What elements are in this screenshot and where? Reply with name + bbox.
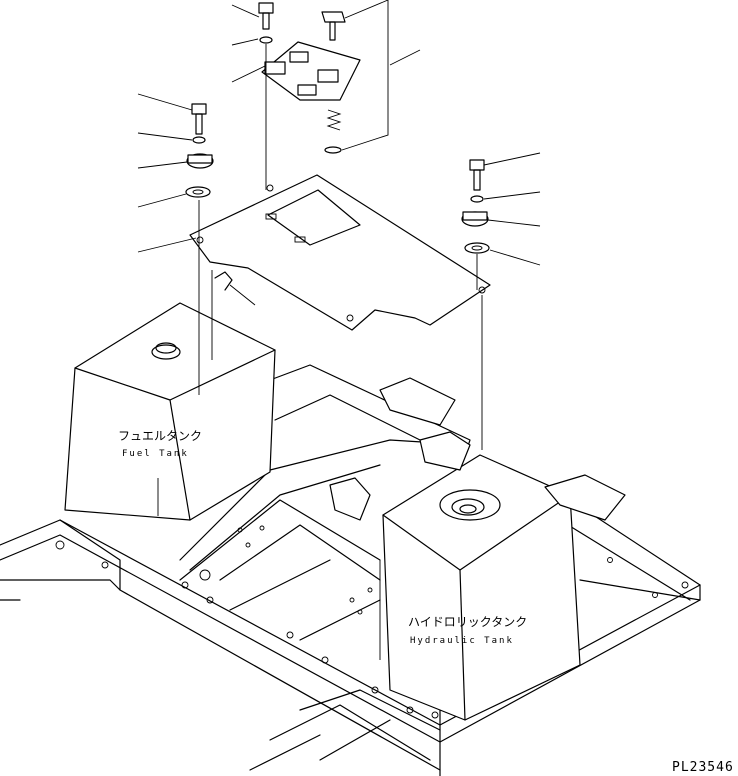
hydraulic-tank: ハイドロリックタンク Hydraulic Tank <box>379 454 581 721</box>
fuel-tank: フュエルタンク Fuel Tank <box>64 302 276 521</box>
mounting-brackets <box>329 377 626 521</box>
hydraulic-tank-label-en: Hydraulic Tank <box>410 636 514 646</box>
drawing-code: PL23546 <box>672 760 734 775</box>
hardware-top <box>258 2 346 154</box>
cover-plate <box>189 174 491 331</box>
latch-plate <box>261 41 361 101</box>
hardware-left <box>185 103 214 198</box>
leader-lines <box>137 0 541 306</box>
assembly-lines <box>198 44 483 450</box>
clip <box>214 271 233 291</box>
hydraulic-tank-label-jp: ハイドロリックタンク <box>408 615 527 629</box>
fuel-tank-label-en: Fuel Tank <box>122 449 189 459</box>
fuel-tank-label-jp: フュエルタンク <box>118 429 202 443</box>
hardware-right <box>461 159 490 254</box>
